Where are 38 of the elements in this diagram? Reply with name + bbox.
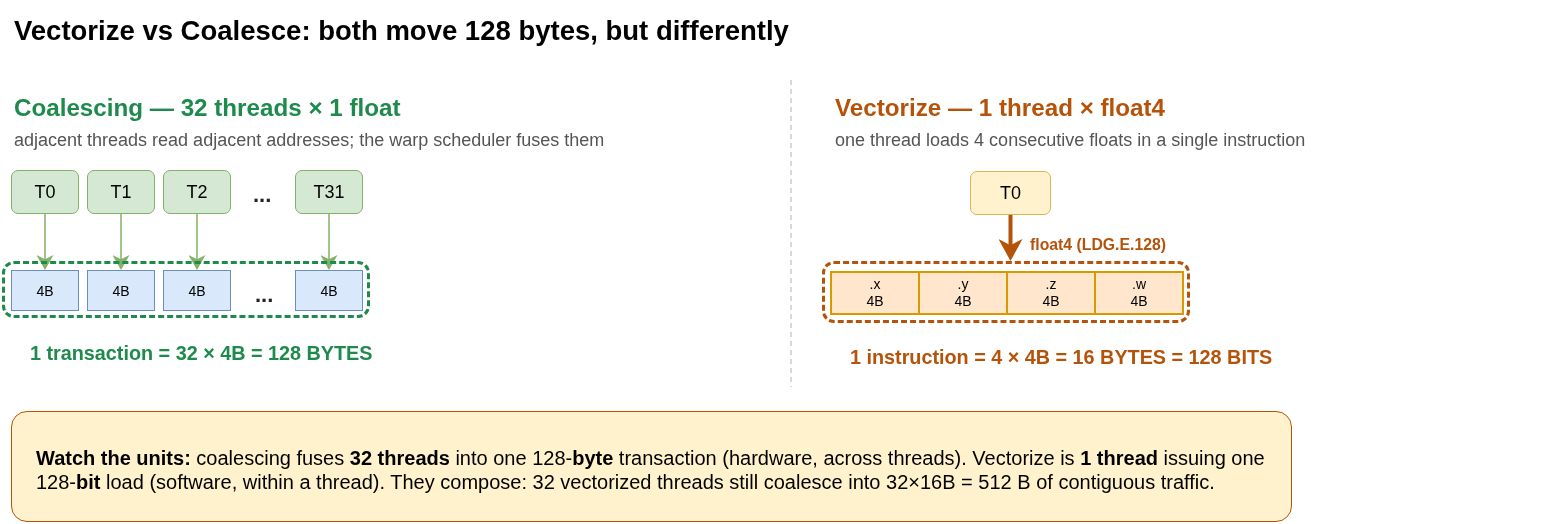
- memory-cell: 4B: [87, 270, 155, 311]
- summary-caption: 1 instruction = 4 × 4B = 16 BYTES = 128 BITS: [850, 345, 1273, 369]
- byte-size: 4B: [1130, 293, 1148, 310]
- component-label: .z: [1045, 276, 1057, 293]
- arrow: [188, 213, 206, 270]
- memory-cell: 4B: [11, 270, 79, 311]
- thread-box: T31: [295, 170, 363, 214]
- memory-cell: 4B: [295, 270, 363, 311]
- memory-cell: [1094, 271, 1184, 315]
- memory-cell: 4B: [163, 270, 231, 311]
- byte-size: 4B: [1042, 293, 1060, 310]
- component-label: .w: [1132, 276, 1146, 293]
- dashed-group-frame: [822, 261, 1190, 323]
- dashed-group-frame: [2, 261, 370, 318]
- thread-box: T0: [11, 170, 79, 214]
- arrow: [112, 213, 130, 270]
- arrow: [998, 215, 1023, 261]
- section-subtitle: one thread loads 4 consecutive floats in a single instruction: [835, 129, 1306, 151]
- arrow: [320, 213, 338, 270]
- byte-size: 4B: [954, 293, 972, 310]
- thread-box: T1: [87, 170, 155, 214]
- thread-box: T0: [970, 171, 1051, 215]
- ellipsis-text: ...: [255, 282, 274, 308]
- ellipsis-text: ...: [253, 182, 272, 208]
- byte-size: 4B: [866, 293, 884, 310]
- section-heading: Vectorize — 1 thread × float4: [835, 92, 1165, 122]
- note-box: Watch the units: coalescing fuses 32 threads into one 128-byte transaction (hardware, across threads). Vectorize is 1 thread issuing one 128-bit load (software, within a thread). They compose: 32 vectorized threads still coalesce into 32×16B = 512 B of contiguous traffic.: [11, 411, 1292, 522]
- memory-cell: [830, 271, 920, 315]
- section-subtitle: adjacent threads read adjacent addresses; the warp scheduler fuses them: [14, 129, 605, 151]
- arrow: [36, 213, 54, 270]
- thread-box: T2: [163, 170, 231, 214]
- memory-cell: [1006, 271, 1096, 315]
- summary-caption: 1 transaction = 32 × 4B = 128 BYTES: [30, 341, 373, 365]
- diagram-title: Vectorize vs Coalesce: both move 128 bytes, but differently: [14, 13, 789, 47]
- component-label: .y: [957, 276, 969, 293]
- memory-cell: [918, 271, 1008, 315]
- section-heading: Coalescing — 32 threads × 1 float: [14, 92, 401, 122]
- component-label: .x: [869, 276, 881, 293]
